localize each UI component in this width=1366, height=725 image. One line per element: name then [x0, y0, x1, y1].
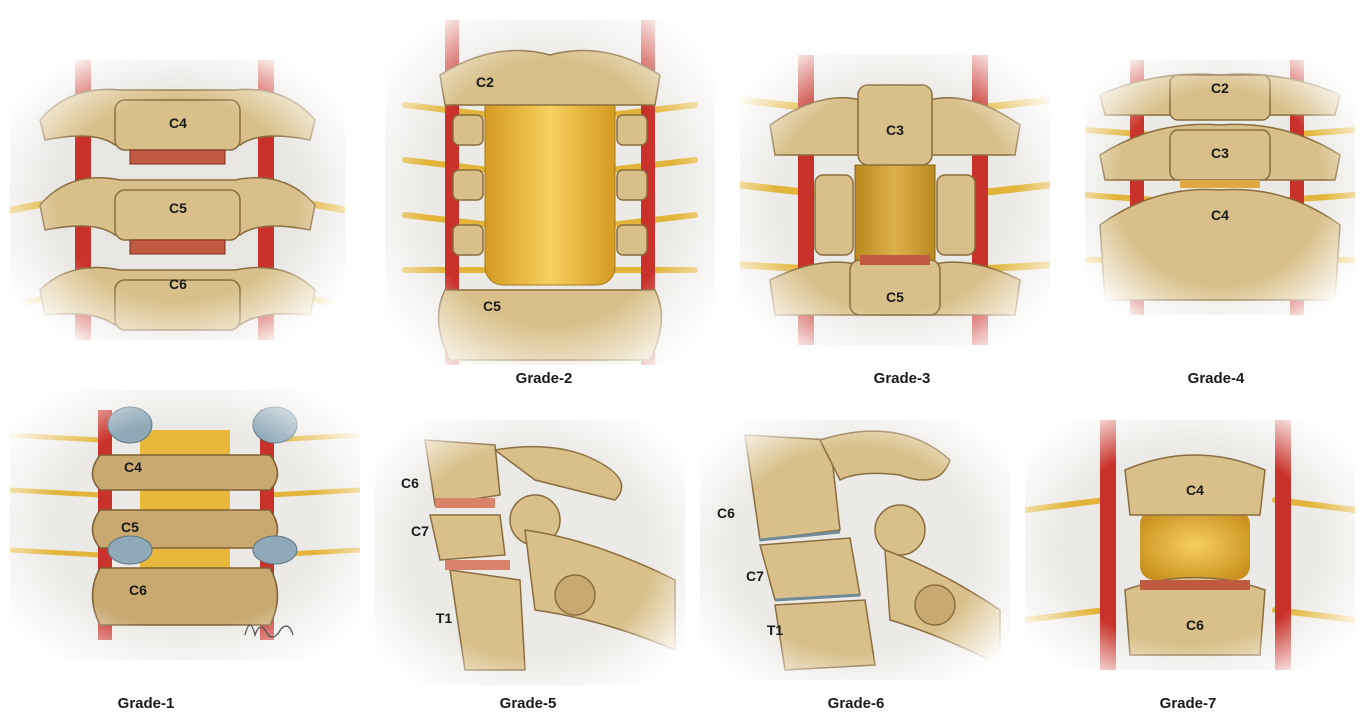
panel-grade-1-illustration: C4 C5 C6 — [10, 390, 360, 660]
vertebra-label: C4 — [124, 459, 142, 475]
vertebra-label: C4 — [169, 115, 187, 131]
vertebra-label: C5 — [169, 200, 187, 216]
panel-grade-5-illustration: C6 C7 T1 — [375, 420, 685, 685]
caption-grade-3: Grade-3 — [873, 370, 931, 387]
vertebra-label: C7 — [746, 568, 764, 584]
panel-grade-3-illustration: C3 C5 — [740, 55, 1050, 345]
caption-grade-1: Grade-1 — [117, 695, 175, 712]
vertebra-label: C6 — [717, 505, 735, 521]
caption-grade-7: Grade-7 — [1159, 695, 1217, 712]
vertebra-label: C5 — [121, 519, 139, 535]
artist-signature-icon — [244, 624, 294, 638]
vertebra-label: C2 — [1211, 80, 1229, 96]
panel-grade-2-illustration: C2 C5 — [385, 20, 715, 365]
vertebra-label: C5 — [483, 298, 501, 314]
caption-grade-5: Grade-5 — [499, 695, 557, 712]
panel-top-left-illustration: C4 C5 C6 — [10, 60, 345, 340]
caption-grade-6: Grade-6 — [827, 695, 885, 712]
panel-grade-6-illustration: C6 C7 T1 — [700, 420, 1010, 680]
vertebra-label: C6 — [169, 276, 187, 292]
vertebra-label: C3 — [886, 122, 904, 138]
vertebra-label: T1 — [766, 622, 784, 638]
vertebra-label: C4 — [1211, 207, 1229, 223]
vertebra-label: C2 — [476, 74, 494, 90]
vertebra-label: C3 — [1211, 145, 1229, 161]
vertebra-label: C6 — [1186, 617, 1204, 633]
vertebra-label: C6 — [129, 582, 147, 598]
panel-grade-4-illustration: C2 C3 C4 — [1085, 60, 1355, 315]
vertebra-label: C5 — [886, 289, 904, 305]
vertebra-label: C6 — [401, 475, 419, 491]
panel-grade-7-illustration: C4 C6 — [1025, 420, 1355, 670]
caption-grade-2: Grade-2 — [515, 370, 573, 387]
vertebra-label: T1 — [435, 610, 453, 626]
vertebra-label: C7 — [411, 523, 429, 539]
vertebra-label: C4 — [1186, 482, 1204, 498]
caption-grade-4: Grade-4 — [1187, 370, 1245, 387]
